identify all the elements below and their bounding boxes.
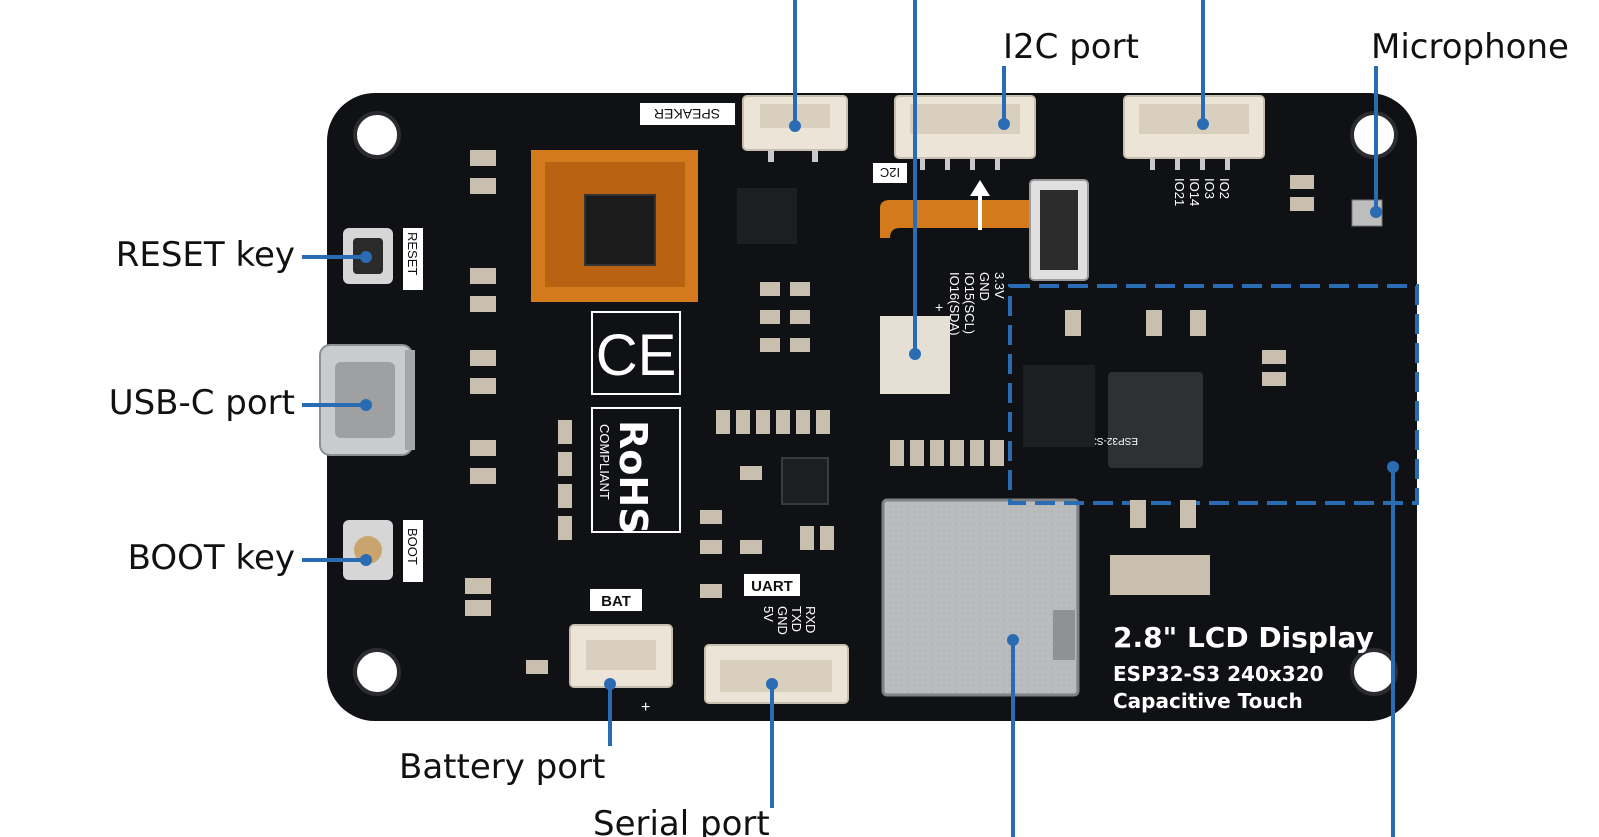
uart-pin-labels: RXD TXD GND 5V: [761, 606, 818, 635]
boot-label-bg: [403, 520, 423, 582]
svg-text:5V: 5V: [761, 606, 776, 622]
reset-label: RESET: [405, 232, 420, 275]
uart-label-bg: [744, 574, 800, 596]
esp32-s3-chip-label: ESP32-S3: [1091, 435, 1138, 446]
uart-connector: [704, 644, 849, 704]
svg-text:SPEAKER: SPEAKER: [654, 106, 720, 122]
product-line-1: ESP32-S3 240x320: [1113, 662, 1324, 686]
io-connector: [1123, 95, 1265, 170]
antenna-area: [1008, 284, 1419, 505]
svg-text:IO14: IO14: [1187, 178, 1202, 206]
callout-reset-key: RESET key: [116, 235, 295, 275]
product-line-2: Capacitive Touch: [1113, 689, 1303, 713]
i2c-label-bg: [873, 163, 907, 183]
mounting-hole: [353, 111, 401, 159]
microsd-slot: [881, 498, 1080, 697]
flash-chip: [1023, 365, 1095, 447]
bat-label: BAT: [601, 593, 631, 610]
i2c-connector: [894, 95, 1036, 170]
leader-dots: [360, 118, 1399, 690]
smd-components: [465, 150, 1314, 674]
svg-text:IO3: IO3: [1202, 178, 1217, 199]
reset-label-bg: [403, 228, 423, 290]
callout-usb-c-port: USB-C port: [109, 383, 295, 423]
boot-label: BOOT: [405, 528, 420, 565]
svg-text:COMPLIANT: COMPLIANT: [597, 424, 612, 500]
svg-text:IO21: IO21: [1172, 178, 1187, 206]
bat-label-bg: [590, 589, 642, 611]
speaker-label: SPEAKER: [640, 103, 735, 125]
svg-text:CE: CE: [596, 323, 677, 388]
callout-i2c-port: I2C port: [1003, 27, 1139, 67]
svg-text:IO15(SCL): IO15(SCL): [962, 272, 977, 334]
io-pin-labels: IO21 IO14 IO3 IO2: [1172, 178, 1232, 206]
battery-connector: [569, 624, 673, 688]
svg-text:GND: GND: [977, 272, 992, 301]
mounting-hole: [353, 648, 401, 696]
bat-plus-label: +: [641, 699, 650, 716]
svg-text:IO16(SDA): IO16(SDA): [947, 272, 962, 336]
callout-microphone: Microphone: [1371, 27, 1569, 67]
callout-boot-key: BOOT key: [128, 538, 295, 578]
product-title: 2.8" LCD Display: [1113, 621, 1374, 654]
leader-lines: [302, 0, 1395, 837]
svg-text:RoHS: RoHS: [611, 420, 655, 535]
touch-controller: [531, 150, 698, 302]
callout-battery-port: Battery port: [399, 747, 605, 787]
flex-cable: [880, 179, 1089, 281]
svg-text:RXD: RXD: [803, 606, 818, 633]
ce-logo: CE: [591, 311, 681, 395]
svg-text:IO2: IO2: [1217, 178, 1232, 199]
led-plus-label: +: [935, 299, 943, 315]
arrow-up-icon: [970, 180, 990, 196]
mounting-hole: [1350, 648, 1398, 696]
uart-label: UART: [751, 578, 793, 595]
i2c-label: I2C: [880, 165, 900, 180]
boot-button: [343, 520, 393, 580]
svg-text:TXD: TXD: [789, 606, 804, 632]
esp32-s3-chip: [1108, 372, 1203, 468]
callout-serial-port: Serial port: [593, 804, 770, 837]
svg-text:3.3V: 3.3V: [992, 272, 1007, 299]
qfn-chip: [781, 457, 829, 505]
i2c-pin-labels: 3.3V GND IO15(SCL) IO16(SDA): [947, 272, 1007, 336]
rohs-logo: RoHS COMPLIANT: [591, 407, 681, 535]
svg-text:GND: GND: [775, 606, 790, 635]
ldo-chip: [737, 188, 797, 244]
